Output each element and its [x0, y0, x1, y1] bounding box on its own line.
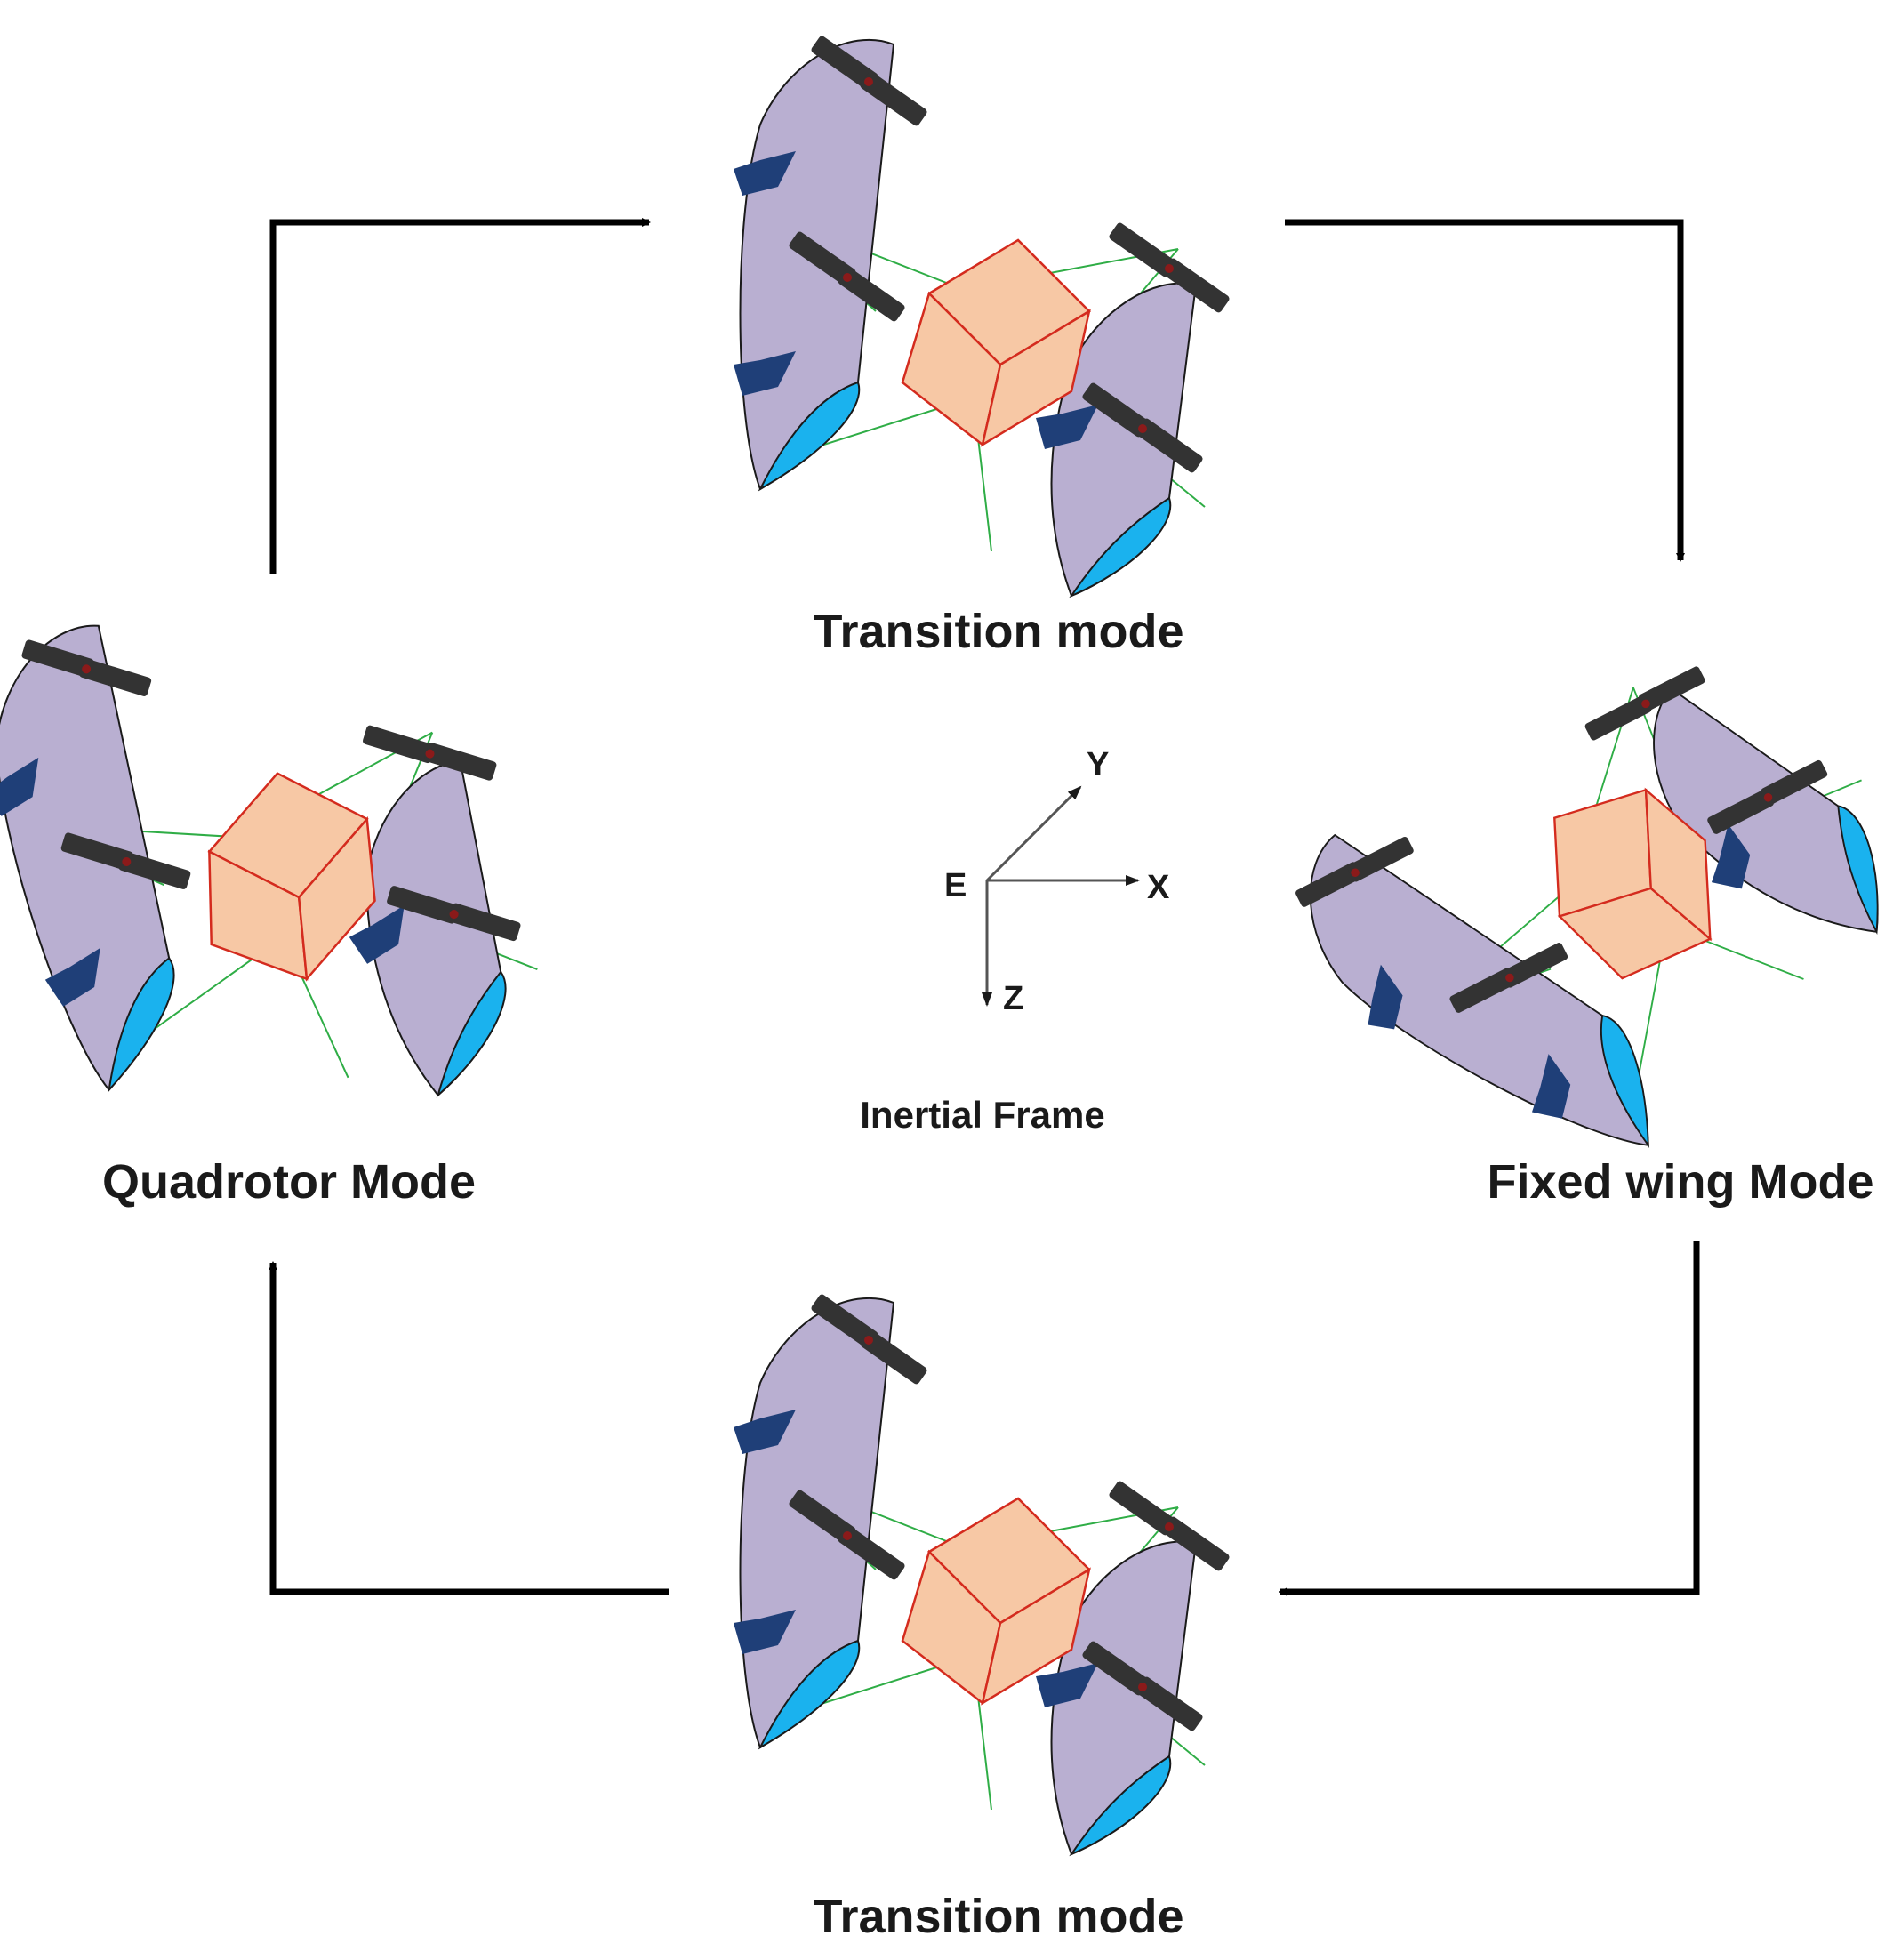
arrow-transition-top-to-fixed — [1285, 219, 1685, 562]
flow-arrows — [269, 218, 1700, 1596]
vehicle-transition-top — [732, 33, 1232, 598]
inertial-frame-axes — [982, 785, 1140, 1007]
y-axis — [985, 785, 1082, 882]
axis-y-label: Y — [1087, 746, 1109, 783]
axis-z-label: Z — [1003, 980, 1023, 1017]
arrow-quad-to-transition-top — [269, 218, 651, 574]
arrow-transition-bottom-to-quad — [269, 1261, 669, 1595]
label-inertial-frame: Inertial Frame — [860, 1094, 1104, 1136]
axis-x-label: X — [1147, 869, 1170, 906]
vehicle-fixed-wing — [1254, 546, 1885, 1217]
label-quadrotor: Quadrotor Mode — [102, 1155, 476, 1209]
vehicle-quadrotor — [0, 510, 591, 1201]
vehicle-transition-bottom — [732, 1291, 1232, 1856]
arrow-fixed-to-transition-bottom — [1279, 1241, 1700, 1596]
axis-origin-label: E — [944, 867, 967, 904]
label-fixed-wing: Fixed wing Mode — [1487, 1155, 1873, 1209]
label-transition-top: Transition mode — [813, 605, 1183, 658]
label-transition-bottom: Transition mode — [813, 1890, 1183, 1943]
